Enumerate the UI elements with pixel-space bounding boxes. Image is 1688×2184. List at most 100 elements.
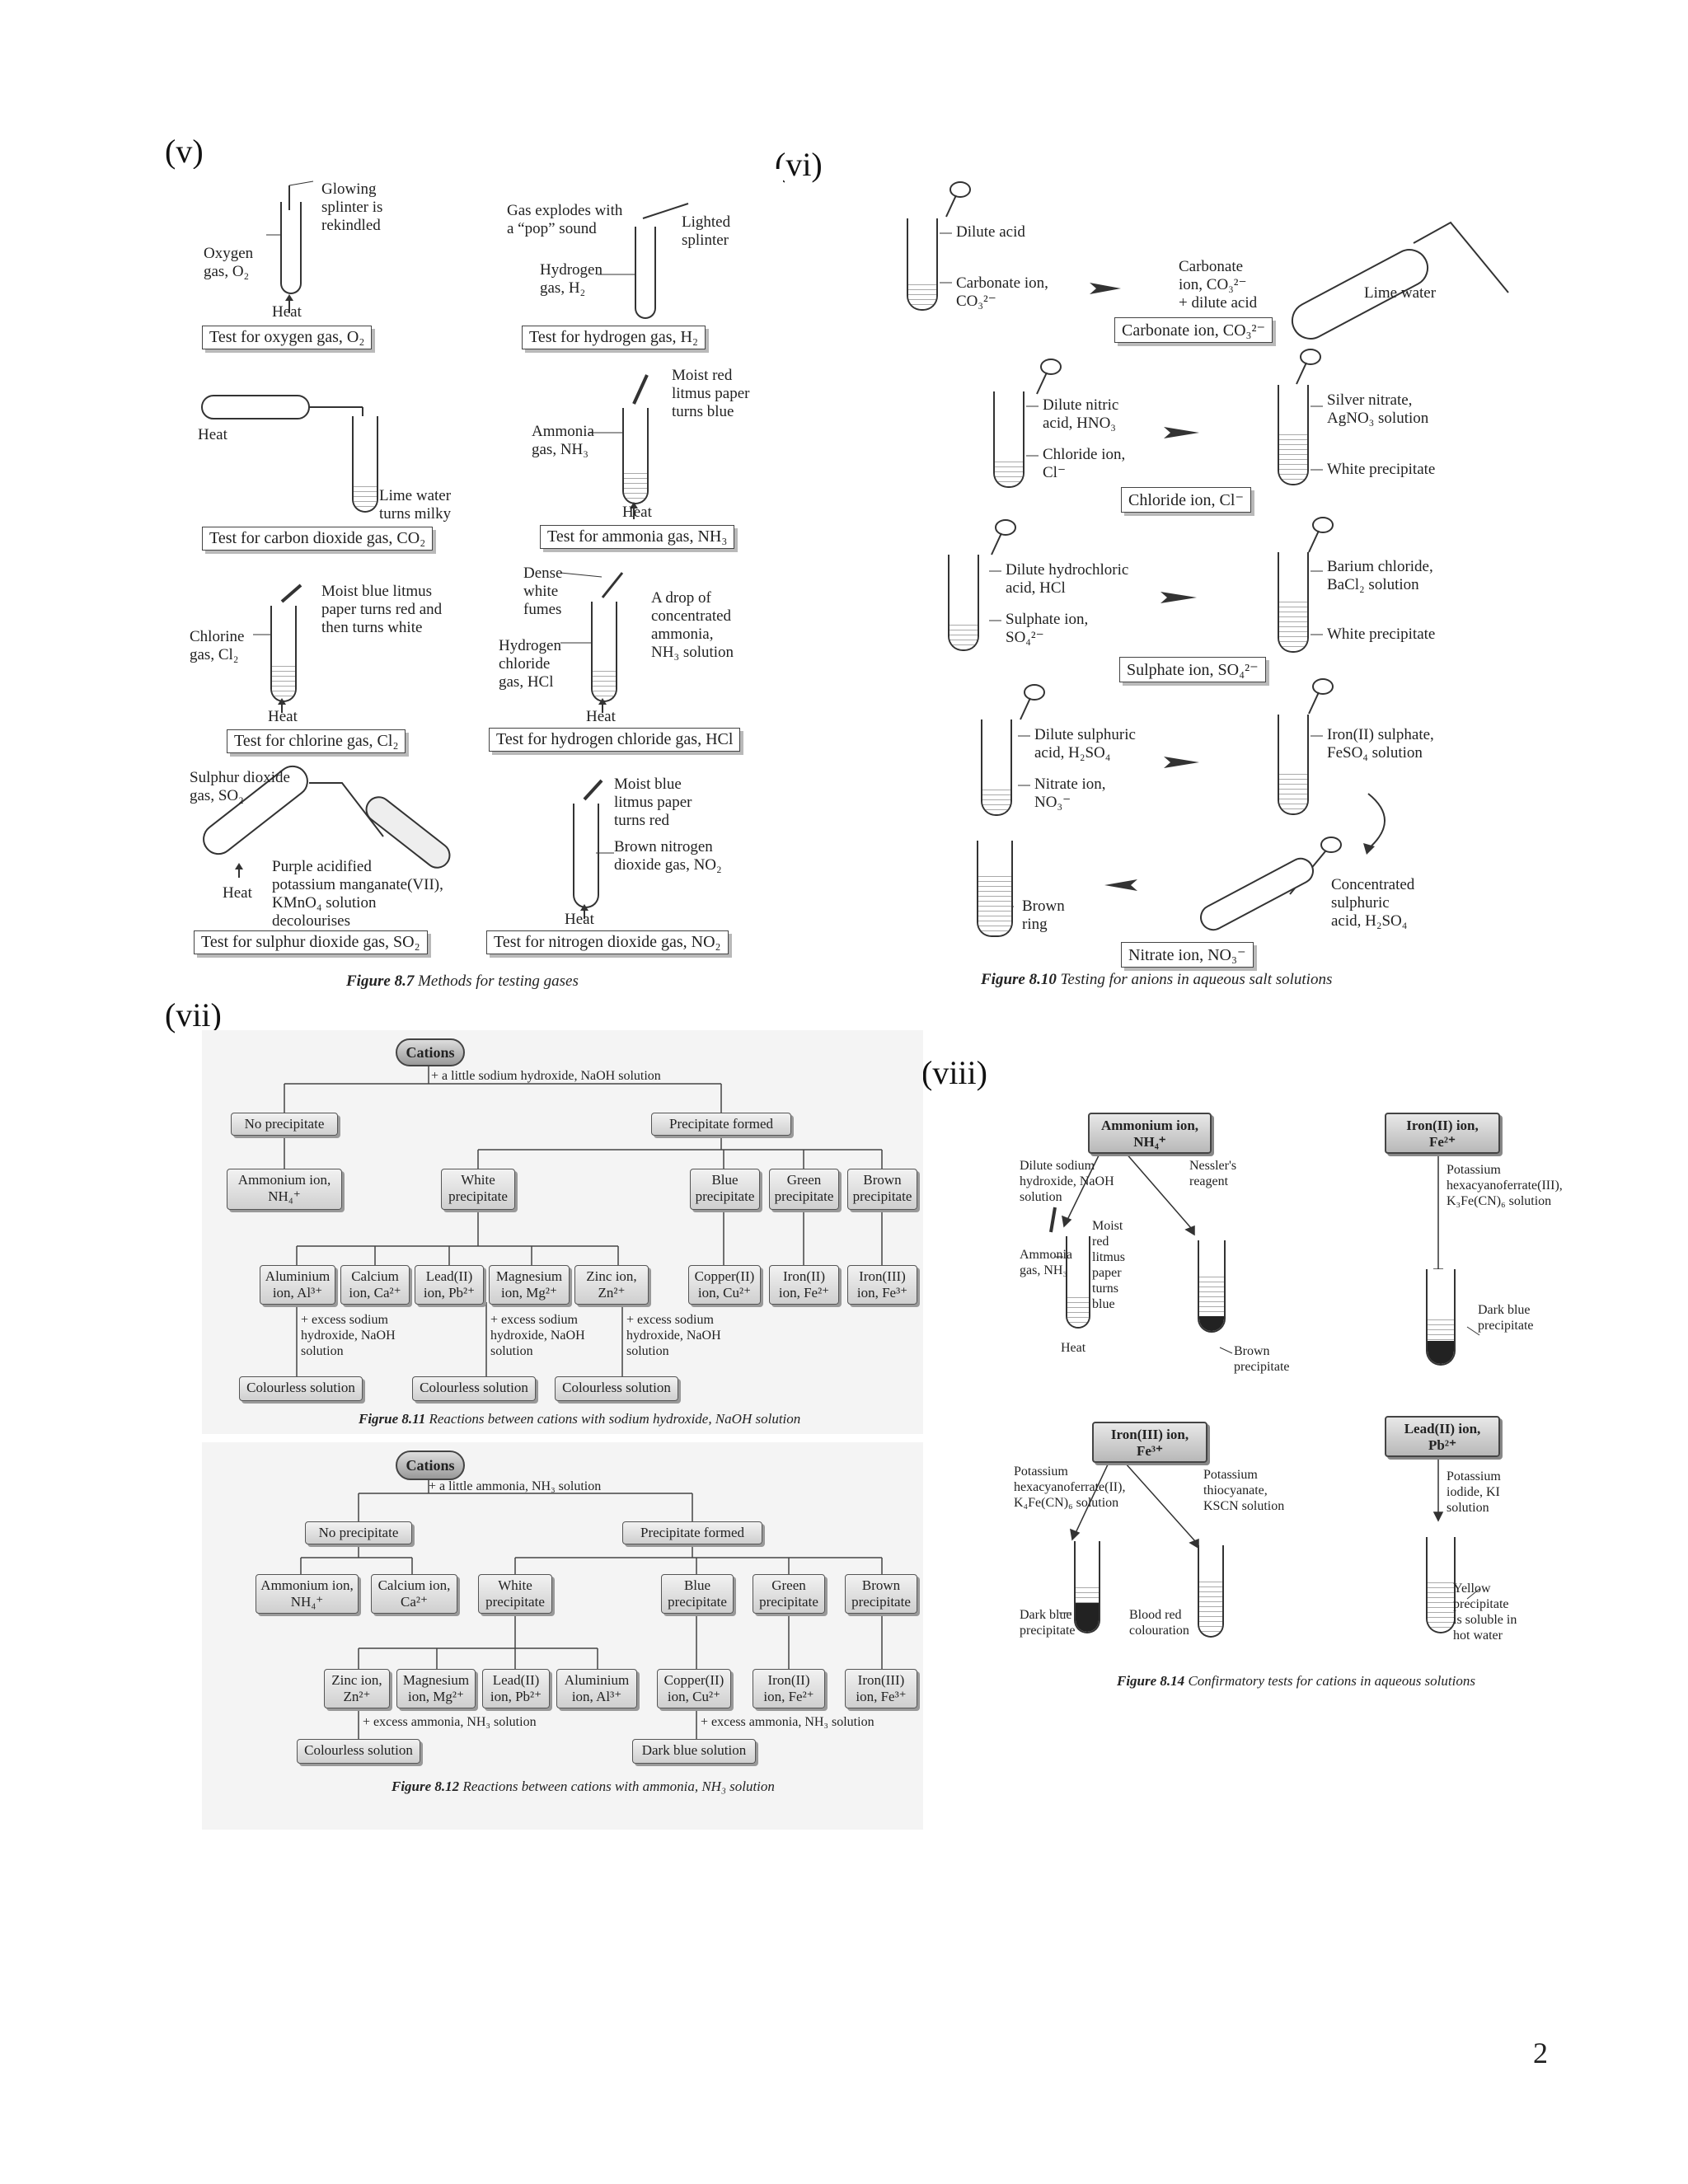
confirm-ammonium-header: Ammonium ion, NH₄⁺: [1088, 1113, 1212, 1154]
h2-splinter-label: Lighted splinter: [682, 213, 731, 249]
sulphate-tube: [948, 555, 979, 651]
brown-ring-tube: [977, 841, 1013, 937]
nh3-aluminium-ion: Aluminium ion, Al³⁺: [556, 1669, 637, 1708]
sulphate-caption: Sulphate ion, SO₄²⁻: [1119, 657, 1266, 682]
naoh-colourless-solution-1: Colourless solution: [239, 1376, 363, 1401]
confirm-lead-header: Lead(II) ion, Pb²⁺: [1385, 1416, 1500, 1457]
naoh-precipitate-formed: Precipitate formed: [651, 1113, 791, 1136]
sulphate-reagent-label: Barium chloride, BaCl₂ solution: [1327, 558, 1433, 593]
hcl-heat-label: Heat: [586, 708, 616, 725]
section-label-viii: (viii): [921, 1054, 987, 1091]
h2-gas-label: Hydrogen gas, H₂: [540, 261, 603, 297]
figure-8-7-title: Methods for testing gases: [418, 972, 579, 990]
naoh-colourless-solution-2: Colourless solution: [412, 1376, 536, 1401]
nh3-calcium-ion: Calcium ion, Ca²⁺: [371, 1574, 457, 1614]
naoh-colourless-solution-3: Colourless solution: [555, 1376, 678, 1401]
nh3-magnesium-ion: Magnesium ion, Mg²⁺: [396, 1669, 476, 1708]
naoh-lead-ion: Lead(II) ion, Pb²⁺: [415, 1265, 484, 1305]
hcl-test-caption: Test for hydrogen chloride gas, HCl: [489, 728, 741, 752]
confirm-nh4-brown-label: Brown precipitate: [1234, 1344, 1290, 1374]
figure-8-11-caption: Figrue 8.11 Reactions between cations wi…: [359, 1411, 800, 1427]
chloride-acid-label: Dilute nitric acid, HNO₃: [1043, 396, 1119, 432]
naoh-calcium-ion: Calcium ion, Ca²⁺: [340, 1265, 410, 1305]
o2-gas-label: Oxygen gas, O₂: [204, 245, 254, 280]
co2-lime-tube: [352, 416, 378, 513]
confirm-nh4-gas-tube: [1066, 1236, 1090, 1329]
confirm-fe3-reagent2-label: Potassium thiocyanate, KSCN solution: [1203, 1468, 1285, 1513]
nitrate-caption: Nitrate ion, NO₃⁻: [1121, 942, 1254, 968]
nh3-test-caption: Test for ammonia gas, NH₃: [540, 525, 735, 549]
figure-8-14-confirmatory-tests: Ammonium ion, NH₄⁺ Dilute sodium hydroxi…: [1010, 1096, 1603, 1714]
figure-8-14-caption: Figure 8.14 Confirmatory tests for catio…: [1117, 1673, 1475, 1690]
chloride-caption: Chloride ion, Cl⁻: [1121, 487, 1251, 513]
so2-test-caption: Test for sulphur dioxide gas, SO₂: [194, 930, 428, 954]
confirm-nessler-tube: [1198, 1240, 1226, 1333]
cl2-gas-label: Chlorine gas, Cl₂: [190, 628, 245, 663]
confirm-nh4-heat-label: Heat: [1061, 1341, 1086, 1355]
figure-8-14-number: Figure 8.14: [1117, 1673, 1185, 1689]
hcl-test-drawing: [560, 572, 624, 713]
chloride-reagent-tube: [1278, 385, 1309, 485]
figure-8-12-ammonia-flowchart: Cations + a little ammonia, NH₃ solution…: [202, 1442, 923, 1830]
nh3-green-precipitate: Green precipitate: [753, 1574, 825, 1614]
nh3-reagent-label: + a little ammonia, NH₃ solution: [429, 1479, 602, 1493]
naoh-zinc-ion: Zinc ion, Zn²⁺: [574, 1265, 649, 1305]
sulphate-reagent-tube: [1278, 552, 1309, 653]
naoh-excess-label-3: + excess sodium hydroxide, NaOH solution: [626, 1313, 721, 1358]
carbonate-ion-label: Carbonate ion, CO₃²⁻: [956, 274, 1048, 310]
confirm-iron2-header: Iron(II) ion, Fe²⁺: [1385, 1113, 1500, 1154]
nh3-excess-label-a: + excess ammonia, NH₃ solution: [363, 1715, 537, 1729]
no2-test-tube: [573, 804, 599, 908]
so2-gas-label: Sulphur dioxide gas, SO₂: [190, 769, 290, 804]
figure-8-7-caption: Figure 8.7 Methods for testing gases: [346, 972, 579, 991]
naoh-copper-ion: Copper(II) ion, Cu²⁺: [688, 1265, 761, 1305]
confirm-iron3-header: Iron(III) ion, Fe³⁺: [1092, 1422, 1207, 1463]
sulphate-ion-label: Sulphate ion, SO₄²⁻: [1006, 611, 1089, 646]
figure-8-14-title: Confirmatory tests for cations in aqueou…: [1188, 1673, 1475, 1689]
nh3-ammonium-ion: Ammonium ion, NH₄⁺: [256, 1574, 359, 1614]
confirm-fe2-ppt-label: Dark blue precipitate: [1478, 1303, 1534, 1333]
nh3-iron2-ion: Iron(II) ion, Fe²⁺: [753, 1669, 825, 1708]
nh3-dark-blue-solution: Dark blue solution: [632, 1739, 756, 1764]
confirm-nh4-paper-label: Moist red litmus paper turns blue: [1092, 1219, 1126, 1311]
hcl-gas-label: Hydrogen chloride gas, HCl: [499, 637, 561, 691]
nitrate-reagent-tube: [1278, 715, 1309, 815]
hcl-fumes-label: Dense white fumes: [523, 565, 563, 618]
hcl-drop-label: A drop of concentrated ammonia, NH₃ solu…: [651, 589, 734, 661]
chloride-tube: [993, 391, 1025, 488]
naoh-brown-precipitate: Brown precipitate: [847, 1169, 917, 1210]
naoh-ammonium-ion: Ammonium ion, NH₄⁺: [227, 1169, 342, 1210]
figure-8-11-connectors: [284, 1063, 883, 1376]
nh3-zinc-ion: Zinc ion, Zn²⁺: [324, 1669, 390, 1708]
nitrate-reagent-label: Iron(II) sulphate, FeSO₄ solution: [1327, 726, 1434, 762]
confirm-nh4-gas-label: Ammonia gas, NH₃: [1020, 1248, 1072, 1277]
chloride-reagent-label: Silver nitrate, AgNO₃ solution: [1327, 391, 1429, 427]
figure-8-10-title: Testing for anions in aqueous salt solut…: [1060, 971, 1333, 988]
carbonate-caption: Carbonate ion, CO₃²⁻: [1114, 317, 1273, 343]
carbonate-limewater-label: Lime water: [1364, 284, 1437, 302]
brown-ring-label: Brown ring: [1022, 898, 1065, 933]
o2-test-drawing: [266, 180, 314, 313]
cl2-test-caption: Test for chlorine gas, Cl₂: [227, 729, 406, 753]
nh3-white-precipitate: White precipitate: [478, 1574, 552, 1614]
naoh-iron3-ion: Iron(III) ion, Fe³⁺: [847, 1265, 917, 1305]
figure-8-10-caption: Figure 8.10 Testing for anions in aqueou…: [981, 971, 1332, 989]
nh3-copper-ion: Copper(II) ion, Cu²⁺: [657, 1669, 731, 1708]
no2-test-caption: Test for nitrogen dioxide gas, NO₂: [486, 930, 729, 954]
nitrate-tube: [981, 719, 1012, 816]
nh3-brown-precipitate: Brown precipitate: [845, 1574, 917, 1614]
figure-8-10-anion-tests: Dilute acid Carbonate ion, CO₃²⁻ Carbona…: [874, 169, 1509, 993]
confirm-fe3-ppt-tube: [1074, 1541, 1100, 1633]
h2-test-drawing: [598, 203, 689, 275]
figure-8-12-title: Reactions between cations with ammonia, …: [462, 1779, 775, 1794]
figure-8-12-connectors: [300, 1477, 883, 1739]
naoh-iron2-ion: Iron(II) ion, Fe²⁺: [769, 1265, 839, 1305]
section-label-v: (v): [165, 133, 204, 170]
naoh-aluminium-ion: Aluminium ion, Al³⁺: [260, 1265, 335, 1305]
nh3-iron3-ion: Iron(III) ion, Fe³⁺: [845, 1669, 917, 1708]
confirm-fe3-blood-tube: [1198, 1545, 1224, 1638]
sulphate-acid-label: Dilute hydrochloric acid, HCl: [1006, 561, 1129, 597]
cl2-test-tube: [270, 606, 297, 702]
figure-8-11-number: Figrue 8.11: [359, 1411, 426, 1427]
cl2-paper-label: Moist blue litmus paper turns red and th…: [321, 583, 443, 636]
